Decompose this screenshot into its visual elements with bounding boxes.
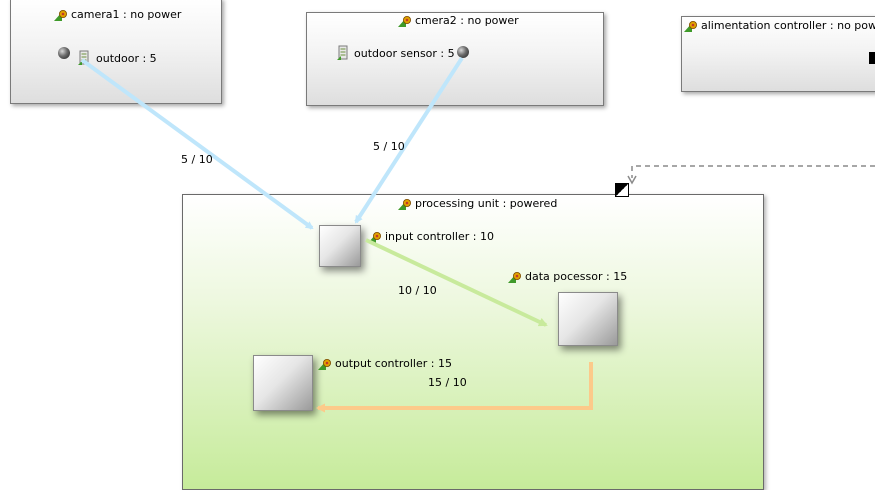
component-icon xyxy=(398,15,412,27)
output-controller-title: output controller : 15 xyxy=(318,357,452,370)
camera2-title: cmera2 : no power xyxy=(398,14,519,27)
camera1-port-label: outdoor : 5 xyxy=(96,52,157,65)
component-icon xyxy=(398,198,412,210)
power-link xyxy=(631,165,875,178)
component-icon xyxy=(508,271,522,283)
camera2-port-label: outdoor sensor : 5 xyxy=(354,47,455,60)
power-link-arrowhead xyxy=(627,175,637,185)
camera2-port[interactable] xyxy=(457,46,469,58)
alimentation-port[interactable] xyxy=(869,52,875,64)
component-icon xyxy=(368,231,382,243)
input-controller-block[interactable] xyxy=(319,225,361,267)
input-controller-title: input controller : 10 xyxy=(368,230,494,243)
processing-unit-title: processing unit : powered xyxy=(398,197,557,210)
camera1-link-label: 5 / 10 xyxy=(181,153,213,166)
sensor-icon xyxy=(76,50,92,69)
camera2-link-label: 5 / 10 xyxy=(373,140,405,153)
camera1-title: camera1 : no power xyxy=(54,8,181,21)
component-icon xyxy=(54,9,68,21)
component-icon xyxy=(318,358,332,370)
data-processor-title: data pocessor : 15 xyxy=(508,270,627,283)
input-to-data-link-label: 10 / 10 xyxy=(398,284,437,297)
data-to-output-link-label: 15 / 10 xyxy=(428,376,467,389)
sensor-icon xyxy=(335,45,351,64)
alimentation-controller-node[interactable] xyxy=(681,16,875,92)
camera1-port[interactable] xyxy=(58,47,70,59)
processing-unit-power-port[interactable] xyxy=(615,183,629,197)
alimentation-controller-title: alimentation controller : no power xyxy=(684,19,875,32)
output-controller-block[interactable] xyxy=(253,355,313,411)
data-processor-block[interactable] xyxy=(558,292,618,346)
component-icon xyxy=(684,20,698,32)
